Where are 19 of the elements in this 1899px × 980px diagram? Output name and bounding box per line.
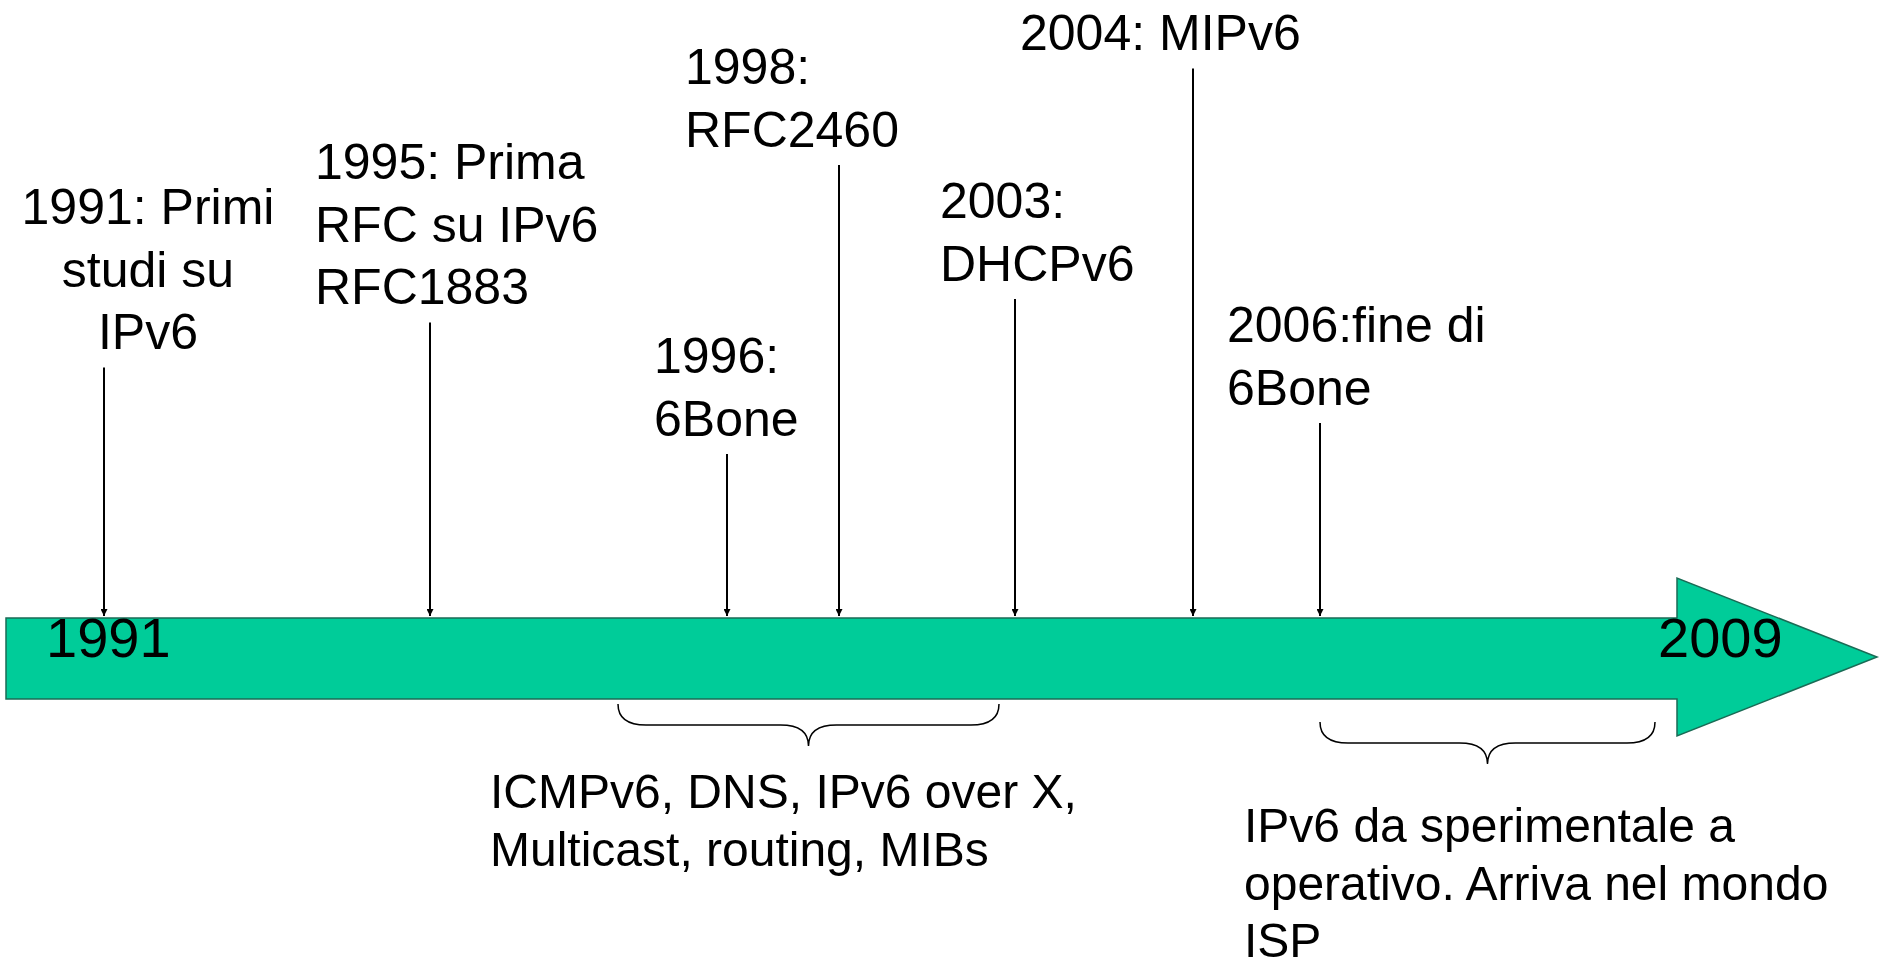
milestone-text: 1998: RFC2460: [685, 36, 925, 161]
milestone-text: 1995: Prima RFC su IPv6 RFC1883: [315, 131, 627, 319]
milestone-text: 1996: 6Bone: [654, 325, 824, 450]
arrow: [1316, 422, 1324, 617]
milestone-text: 2006:fine di 6Bone: [1227, 294, 1537, 419]
period-note: ICMPv6, DNS, IPv6 over X, Multicast, routing, MIBs: [490, 764, 1078, 878]
arrow: [426, 321, 434, 617]
arrow: [723, 453, 731, 617]
arrow: [1189, 67, 1197, 617]
arrow: [100, 366, 108, 617]
year-label: 2009: [1658, 610, 1783, 666]
year-label: 1991: [46, 610, 171, 666]
milestone-text: 2003: DHCPv6: [940, 170, 1180, 295]
arrow: [1011, 298, 1019, 617]
milestone-text: 2004: MIPv6: [1020, 2, 1360, 65]
arrow: [835, 164, 843, 617]
milestone-text: 1991: Primi studi su IPv6: [10, 176, 286, 364]
timeline-arrow: [6, 578, 1877, 736]
period-note: IPv6 da sperimentale a operativo. Arriva nel mondo ISP: [1244, 798, 1830, 970]
